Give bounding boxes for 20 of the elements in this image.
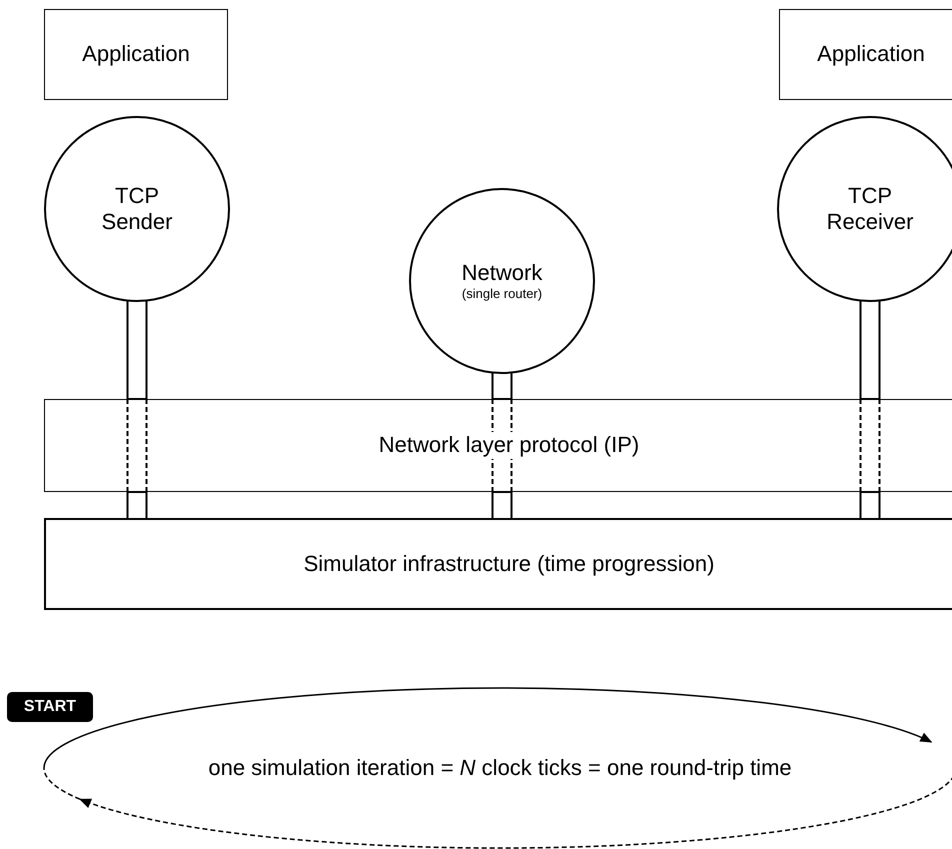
infrastructure-layer-box: [44, 518, 952, 610]
node-label: Application: [82, 41, 190, 68]
node-label: TCP Sender: [100, 182, 174, 236]
node-label: one simulation iteration = N clock ticks = one round-trip time: [208, 754, 792, 782]
node-label: Network: [462, 260, 542, 286]
application-box: [44, 9, 228, 100]
pipe-connector: [860, 300, 880, 400]
protocol-layer-box: [44, 399, 952, 492]
pipe-connector: [492, 372, 512, 400]
pipe-connector: [860, 491, 880, 519]
start-badge: START: [7, 692, 93, 722]
pipe-connector: [126, 491, 148, 519]
node-label: Application: [817, 41, 925, 68]
pipe-connector: [492, 491, 512, 519]
node-label: Simulator infrastructure (time progression): [304, 550, 714, 578]
pipe-connector: [126, 300, 148, 400]
node-label: TCP Receiver: [826, 182, 914, 236]
node-subtitle: (single router): [462, 286, 542, 302]
application-box: [779, 9, 952, 100]
node-label: Network layer protocol (IP): [378, 432, 640, 459]
